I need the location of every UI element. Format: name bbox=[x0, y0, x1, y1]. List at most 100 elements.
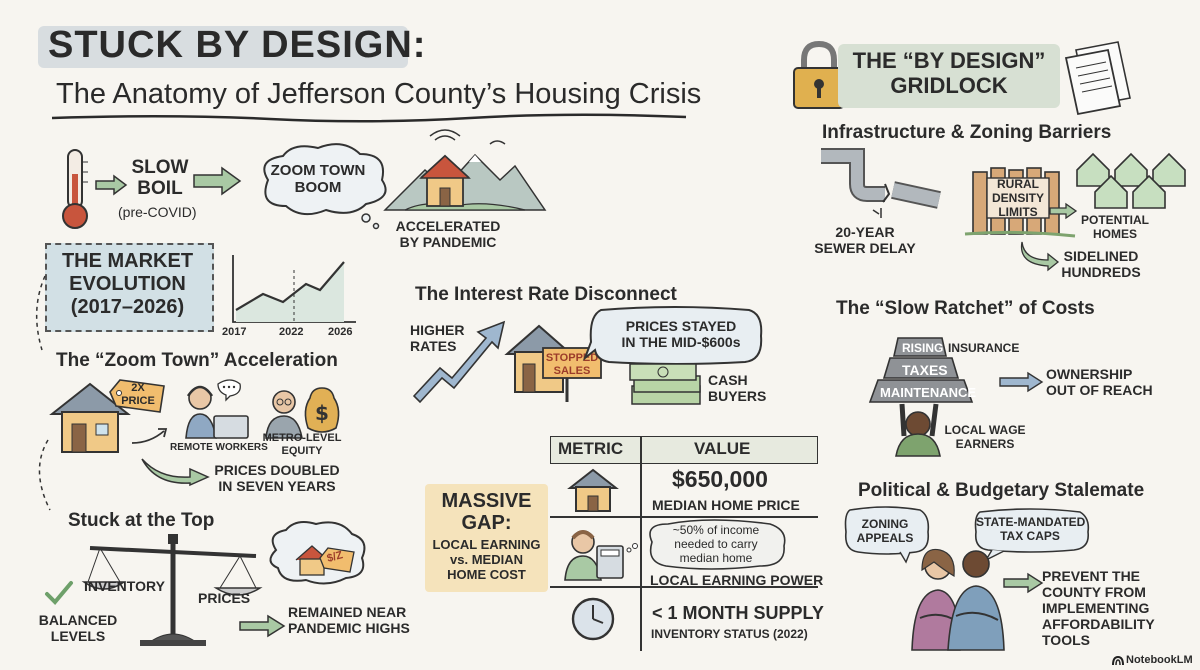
gridlock-label: THE “BY DESIGN” GRIDLOCK bbox=[852, 48, 1046, 99]
table-col-value: VALUE bbox=[694, 439, 751, 458]
dashed-connector bbox=[35, 275, 51, 511]
balanced-levels-label: BALANCED LEVELS bbox=[38, 612, 118, 645]
houses-icon bbox=[1076, 152, 1186, 209]
prices-label: PRICES bbox=[198, 590, 251, 606]
median-price-label: MEDIAN HOME PRICE bbox=[652, 497, 800, 513]
rural-density-label: RURAL DENSITY LIMITS bbox=[991, 177, 1044, 219]
metro-equity-label: METRO-LEVEL EQUITY bbox=[262, 432, 342, 457]
broken-pipe-icon bbox=[821, 148, 941, 218]
thought-bubble-icon bbox=[649, 519, 786, 570]
stuck-heading: Stuck at the Top bbox=[68, 510, 215, 531]
title-underline bbox=[51, 113, 687, 123]
speech-bubble-icon bbox=[974, 508, 1090, 562]
sidelined-label: SIDELINED HUNDREDS bbox=[1061, 248, 1141, 281]
income-bubble-label: ~50% of income needed to carry median ho… bbox=[672, 523, 760, 565]
table-divider bbox=[550, 586, 818, 588]
remained-label: REMAINED NEAR PANDEMIC HIGHS bbox=[288, 604, 410, 637]
market-evolution-label: THE MARKET EVOLUTION (2017–2026) bbox=[61, 250, 194, 318]
retiree-icon: $ bbox=[265, 387, 340, 439]
accelerated-label: ACCELERATED BY PANDEMIC bbox=[395, 218, 501, 251]
zoom-town-boom-label: ZOOM TOWN BOOM bbox=[270, 162, 366, 197]
prices-doubled-label: PRICES DOUBLED IN SEVEN YEARS bbox=[214, 462, 340, 495]
infra-heading: Infrastructure & Zoning Barriers bbox=[822, 122, 1112, 143]
higher-rates-label: HIGHER RATES bbox=[410, 322, 465, 355]
gridlock-banner bbox=[838, 44, 1060, 108]
rising-arrow-icon bbox=[412, 320, 506, 404]
pre-covid-label: (pre-COVID) bbox=[118, 204, 197, 220]
mountain-house-icon bbox=[383, 129, 547, 211]
title-highlight bbox=[38, 26, 408, 68]
inventory-status-label: INVENTORY STATUS (2022) bbox=[651, 627, 808, 641]
table-col-metric: METRIC bbox=[558, 439, 624, 458]
rising-label: RISING bbox=[902, 341, 944, 355]
thought-bubble-icon bbox=[269, 521, 366, 585]
person-calculator-icon bbox=[564, 530, 638, 581]
year-2026: 2026 bbox=[328, 326, 353, 338]
arrow-icon bbox=[193, 166, 242, 196]
massive-gap-label: MASSIVE GAP: bbox=[441, 490, 532, 534]
maintenance-label: MAINTENANCE bbox=[880, 385, 977, 400]
local-earning-label: LOCAL EARNING POWER bbox=[650, 572, 824, 588]
cash-buyers-label: CASH BUYERS bbox=[708, 372, 767, 405]
potential-homes-label: POTENTIAL HOMES bbox=[1081, 213, 1149, 241]
checkmark-icon bbox=[45, 581, 73, 605]
scale-icon bbox=[81, 534, 263, 646]
price-tag-icon bbox=[109, 379, 165, 413]
sewer-delay-label: 20-YEAR SEWER DELAY bbox=[814, 224, 916, 257]
insurance-label: INSURANCE bbox=[948, 341, 1020, 355]
document-icon bbox=[1064, 41, 1131, 116]
market-line-chart bbox=[232, 255, 356, 323]
speech-bubble-icon bbox=[844, 506, 930, 564]
arrow-icon bbox=[141, 458, 210, 487]
arrow-icon bbox=[999, 371, 1044, 393]
table-divider bbox=[640, 436, 642, 651]
remote-workers-label: REMOTE WORKERS bbox=[170, 442, 268, 453]
arrow-icon bbox=[131, 428, 168, 444]
table-divider bbox=[550, 516, 818, 518]
market-evolution-box bbox=[45, 243, 214, 332]
wage-earners-label: LOCAL WAGE EARNERS bbox=[944, 423, 1026, 451]
median-price-value: $650,000 bbox=[672, 466, 768, 492]
tax-caps-label: STATE-MANDATED TAX CAPS bbox=[976, 515, 1086, 543]
year-2017: 2017 bbox=[222, 326, 247, 338]
page-title: STUCK BY DESIGN: bbox=[48, 24, 427, 66]
svg-text:$: $ bbox=[315, 401, 329, 425]
zoom-town-heading: The “Zoom Town” Acceleration bbox=[56, 350, 338, 371]
massive-gap-sub: LOCAL EARNING vs. MEDIAN HOME COST bbox=[432, 537, 541, 582]
house-sign-icon bbox=[504, 324, 602, 402]
zoning-appeals-label: ZONING APPEALS bbox=[856, 517, 914, 545]
notebook-icon bbox=[1112, 655, 1124, 666]
remote-worker-icon bbox=[185, 379, 249, 439]
ratchet-heading: The “Slow Ratchet” of Costs bbox=[836, 298, 1095, 319]
arrow-icon bbox=[1003, 572, 1044, 594]
arrow-icon bbox=[1020, 241, 1060, 272]
inventory-label: INVENTORY bbox=[84, 578, 165, 594]
lock-icon bbox=[793, 40, 845, 109]
massive-gap-box bbox=[425, 484, 548, 592]
page-subtitle: The Anatomy of Jefferson County’s Housin… bbox=[56, 78, 702, 110]
arrow-icon bbox=[239, 614, 286, 638]
footer-brand: NotebookLM bbox=[1126, 654, 1193, 666]
house-icon bbox=[49, 382, 131, 453]
slow-boil-label: SLOW BOIL bbox=[131, 157, 189, 199]
thought-bubble-icon bbox=[263, 143, 387, 230]
taxes-label: TAXES bbox=[902, 362, 948, 378]
fence-icon bbox=[964, 167, 1076, 238]
interest-heading: The Interest Rate Disconnect bbox=[415, 284, 677, 305]
arrow-icon bbox=[1049, 202, 1078, 220]
house-icon bbox=[567, 468, 619, 512]
arrow-icon bbox=[95, 174, 128, 196]
cash-stack-icon bbox=[629, 363, 701, 405]
prevent-label: PREVENT THE COUNTY FROM IMPLEMENTING AFF… bbox=[1042, 568, 1155, 649]
out-of-reach-label: OWNERSHIP OUT OF REACH bbox=[1046, 366, 1153, 399]
prices-stayed-label: PRICES STAYED IN THE MID-$600s bbox=[621, 318, 741, 351]
thermometer-icon bbox=[62, 149, 88, 229]
metric-table: METRIC VALUE bbox=[550, 436, 818, 656]
arguing-people-icon bbox=[911, 548, 1005, 651]
speech-bubble-icon bbox=[582, 306, 763, 365]
weight-stack-icon bbox=[868, 337, 974, 457]
supply-value: < 1 MONTH SUPPLY bbox=[652, 603, 824, 623]
year-2022: 2022 bbox=[279, 326, 304, 338]
price-tag-label: 2X PRICE bbox=[121, 382, 155, 407]
political-heading: Political & Budgetary Stalemate bbox=[858, 480, 1145, 501]
